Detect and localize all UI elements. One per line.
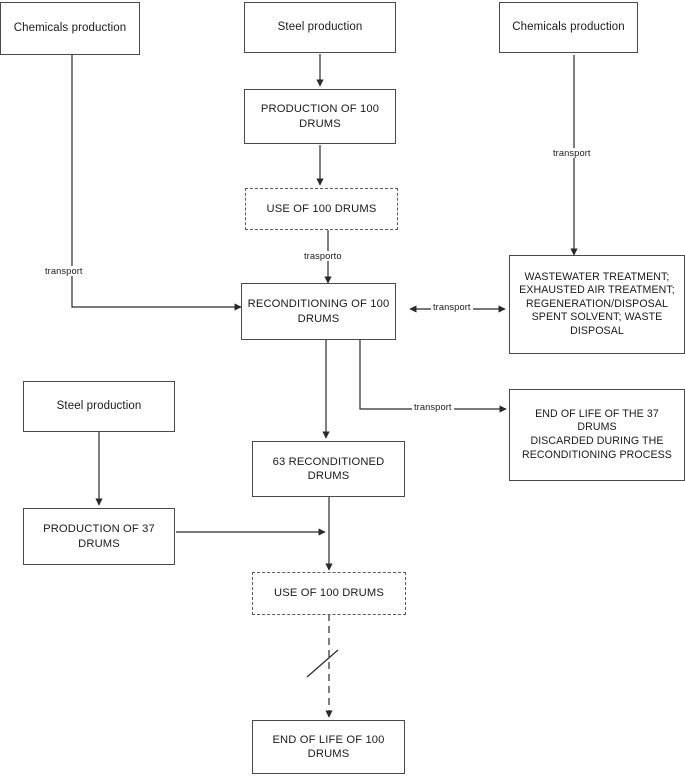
edge-chem-left-to-reconditioning [71,55,242,311]
node-end-of-life-37-drums[interactable]: END OF LIFE OF THE 37 DRUMS DISCARDED DU… [509,389,685,481]
edge-label-transport-right-top: transport [551,148,593,158]
node-label: 63 RECONDITIONED DRUMS [272,455,385,482]
node-steel-production-top[interactable]: Steel production [244,2,396,53]
node-chemicals-production-left[interactable]: Chemicals production [0,2,140,55]
node-chemicals-production-right[interactable]: Chemicals production [499,2,638,53]
node-label: END OF LIFE OF 100 DRUMS [272,733,385,760]
node-steel-production-lower[interactable]: Steel production [23,381,175,432]
node-label: END OF LIFE OF THE 37 DRUMS DISCARDED DU… [522,407,672,461]
node-label: USE OF 100 DRUMS [266,202,377,215]
flow-cut-slash-icon [306,649,339,678]
edge-label-transport-reconditioning-wastewater: transport [431,302,473,312]
node-production-of-100-drums[interactable]: PRODUCTION OF 100 DRUMS [244,89,396,144]
node-use-of-100-drums-top[interactable]: USE OF 100 DRUMS [245,188,398,230]
node-label: WASTEWATER TREATMENT; EXHAUSTED AIR TREA… [519,270,675,337]
edge-reconditioning-to-eol37 [359,340,507,413]
node-label: RECONDITIONING OF 100 DRUMS [247,298,390,325]
edge-label-trasporto-middle: trasporto [302,251,344,261]
node-end-of-life-100-drums[interactable]: END OF LIFE OF 100 DRUMS [252,720,405,774]
node-label: Chemicals production [512,21,625,34]
node-label: PRODUCTION OF 100 DRUMS [260,103,380,130]
node-label: Steel production [277,21,363,34]
node-label: PRODUCTION OF 37 DRUMS [43,523,155,550]
node-production-of-37-drums[interactable]: PRODUCTION OF 37 DRUMS [23,508,175,565]
node-wastewater-treatment[interactable]: WASTEWATER TREATMENT; EXHAUSTED AIR TREA… [509,255,685,354]
edge-label-transport-left: transport [43,266,85,276]
node-reconditioning-of-100-drums[interactable]: RECONDITIONING OF 100 DRUMS [241,283,396,340]
node-label: Steel production [56,400,142,413]
node-63-reconditioned-drums[interactable]: 63 RECONDITIONED DRUMS [252,441,405,497]
edge-label-transport-eol37: transport [412,402,454,412]
node-label: USE OF 100 DRUMS [274,587,384,600]
node-use-of-100-drums-bottom[interactable]: USE OF 100 DRUMS [252,572,406,615]
node-label: Chemicals production [13,22,127,35]
